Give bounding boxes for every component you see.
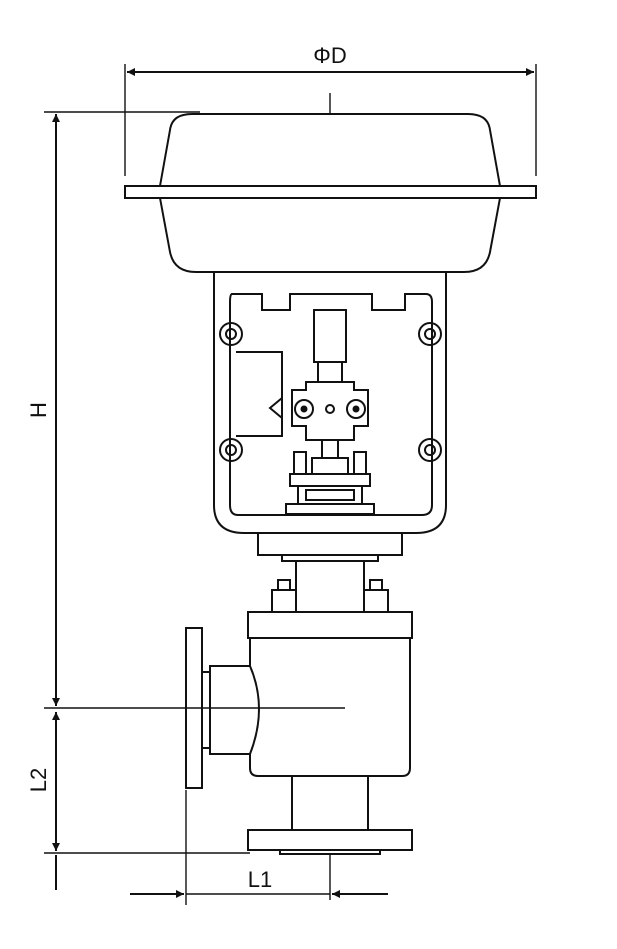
dimension-l1: L1 — [130, 790, 388, 905]
dimension-diameter: ΦD — [124, 43, 537, 176]
yoke-bolt-icon — [418, 322, 442, 346]
yoke-bolt-icon — [219, 322, 243, 346]
actuator-diaphragm — [124, 113, 537, 273]
valve-bonnet — [247, 532, 413, 639]
height-label: H — [26, 402, 51, 418]
stem-connector — [285, 309, 375, 515]
l2-label: L2 — [26, 768, 51, 792]
l1-label: L1 — [248, 867, 272, 892]
yoke-bolt-icon — [418, 438, 442, 462]
yoke-bolt-icon — [219, 438, 243, 462]
diameter-label: ΦD — [313, 43, 346, 68]
valve-body — [185, 627, 413, 855]
dimension-l2: L2 — [26, 712, 250, 890]
dimension-height: H — [26, 111, 200, 709]
